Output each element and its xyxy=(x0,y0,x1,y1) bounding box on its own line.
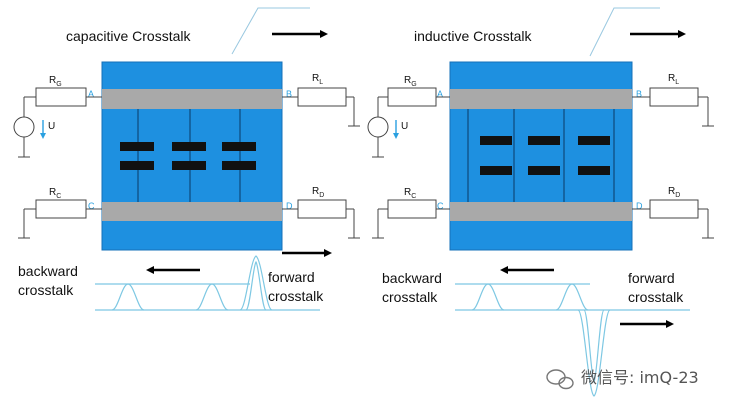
load-circuit xyxy=(282,87,360,127)
near-end-circuit xyxy=(18,199,102,239)
inductor-blocks xyxy=(480,136,610,175)
current-arrow-icon xyxy=(40,120,46,139)
victim-trace xyxy=(450,202,632,221)
far-end-circuit xyxy=(632,199,714,239)
inductive-title: inductive Crosstalk xyxy=(414,28,532,44)
node-a-label: A xyxy=(437,89,443,99)
forward-label-line2: crosstalk xyxy=(628,289,684,305)
resistor-d-label: RD xyxy=(668,186,680,199)
node-b-label: B xyxy=(286,89,292,99)
capacitive-waveform xyxy=(95,255,320,311)
source-label: U xyxy=(48,121,55,132)
capacitive-title: capacitive Crosstalk xyxy=(66,28,191,44)
forward-label-line1: forward xyxy=(628,270,675,286)
watermark: 微信号: imQ-23 xyxy=(546,368,699,390)
forward-arrow xyxy=(620,320,674,328)
resistor-d-label: RD xyxy=(312,186,324,199)
backward-label-line2: crosstalk xyxy=(18,282,74,298)
signal-direction-arrow xyxy=(630,30,686,38)
node-a-label: A xyxy=(88,89,94,99)
backward-label-line2: crosstalk xyxy=(382,289,438,305)
forward-arrow xyxy=(282,249,332,257)
watermark-text: 微信号: imQ-23 xyxy=(581,368,699,387)
node-d-label: D xyxy=(286,201,293,211)
capacitor-plates xyxy=(120,142,256,170)
left-source-circuit xyxy=(367,87,450,158)
title-leader-line xyxy=(231,7,310,55)
victim-trace xyxy=(102,202,282,221)
node-d-label: D xyxy=(636,201,643,211)
backward-label-line1: backward xyxy=(18,263,78,279)
far-end-circuit xyxy=(282,199,360,239)
backward-label-line1: backward xyxy=(382,270,442,286)
resistor-c-label: RC xyxy=(49,187,61,200)
aggressor-trace xyxy=(102,89,282,109)
signal-direction-arrow xyxy=(272,30,328,38)
inductive-waveform xyxy=(455,283,690,397)
backward-arrow xyxy=(146,266,200,274)
inductive-diagram: inductive Crosstalk A B C D xyxy=(367,7,714,397)
node-c-label: C xyxy=(437,201,444,211)
resistor-c-label: RC xyxy=(404,187,416,200)
panel-dividers xyxy=(137,109,241,202)
resistor-l-label: RL xyxy=(668,73,679,86)
capacitive-diagram: capacitive Crosstalk A B C xyxy=(13,7,360,311)
wechat-icon xyxy=(546,369,574,390)
title-leader-line xyxy=(589,7,660,57)
source-label: U xyxy=(401,121,408,132)
resistor-l-label: RL xyxy=(312,73,323,86)
load-circuit xyxy=(632,87,714,127)
panel-dividers xyxy=(467,109,615,202)
near-end-circuit xyxy=(372,199,450,239)
left-source-circuit xyxy=(13,87,102,158)
backward-arrow xyxy=(500,266,554,274)
resistor-g-label: RG xyxy=(404,75,417,88)
resistor-g-label: RG xyxy=(49,75,62,88)
current-arrow-icon xyxy=(393,120,399,139)
aggressor-trace xyxy=(450,89,632,109)
node-c-label: C xyxy=(88,201,95,211)
forward-label-line2: crosstalk xyxy=(268,288,324,304)
node-b-label: B xyxy=(636,89,642,99)
forward-label-line1: forward xyxy=(268,269,315,285)
